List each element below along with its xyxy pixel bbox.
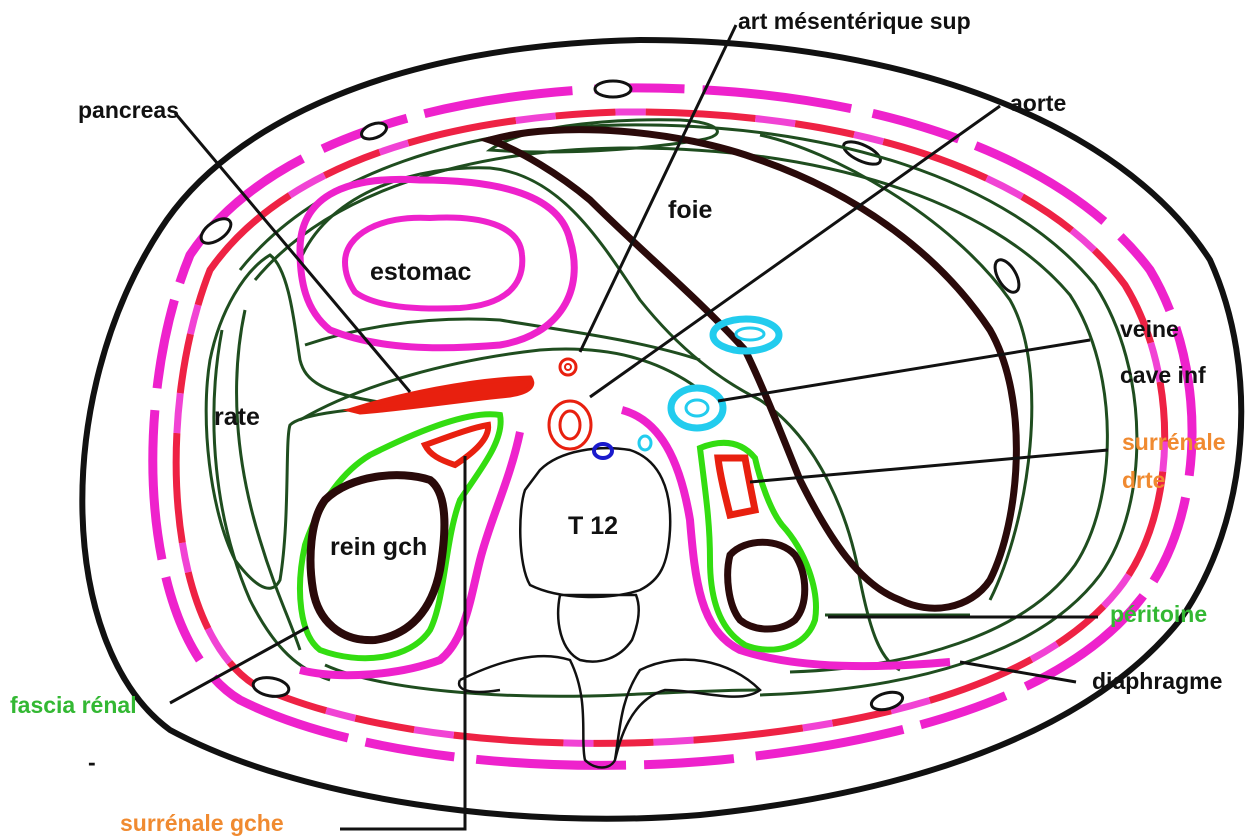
inferior-vena-cava — [671, 388, 723, 428]
label-foie: foie — [668, 196, 713, 224]
label-rate: rate — [214, 403, 260, 431]
abdominal-wall-muscle-outer — [153, 88, 1192, 766]
label-surrenale-drte-1: surrénale — [1122, 429, 1226, 455]
portal-vein-inner — [736, 328, 764, 340]
small-cyan-vessel — [639, 436, 651, 450]
label-t12: T 12 — [568, 512, 618, 540]
small-blue-vessel — [594, 444, 612, 458]
superior-mesenteric-artery-lumen — [565, 364, 571, 370]
label-pancreas: pancreas — [78, 97, 179, 123]
right-kidney — [728, 542, 805, 629]
label-diaphragme: diaphragme — [1092, 668, 1222, 694]
label-aorte: aorte — [1010, 90, 1066, 116]
label-peritoine: péritoine — [1110, 601, 1207, 627]
label-rein-gch: rein gch — [330, 533, 427, 561]
label-cave-inf: cave inf — [1120, 362, 1206, 388]
aorta — [549, 401, 591, 449]
label-estomac: estomac — [370, 258, 472, 286]
label-fascia-renal: fascia rénal — [10, 692, 137, 718]
label-veine: veine — [1120, 316, 1179, 342]
left-adrenal — [425, 425, 488, 465]
right-adrenal — [718, 458, 755, 515]
label-surrenale-gche: surrénale gche — [120, 810, 284, 836]
label-surrenale-drte-2: drte — [1122, 467, 1165, 493]
inferior-vena-cava-inner — [686, 400, 708, 416]
pancreas-shape — [352, 378, 532, 412]
label-art-mesenterique-sup: art mésentérique sup — [738, 8, 971, 34]
superior-mesenteric-artery — [560, 359, 576, 375]
label-dash: - — [88, 749, 96, 775]
aorta-lumen — [560, 411, 580, 439]
